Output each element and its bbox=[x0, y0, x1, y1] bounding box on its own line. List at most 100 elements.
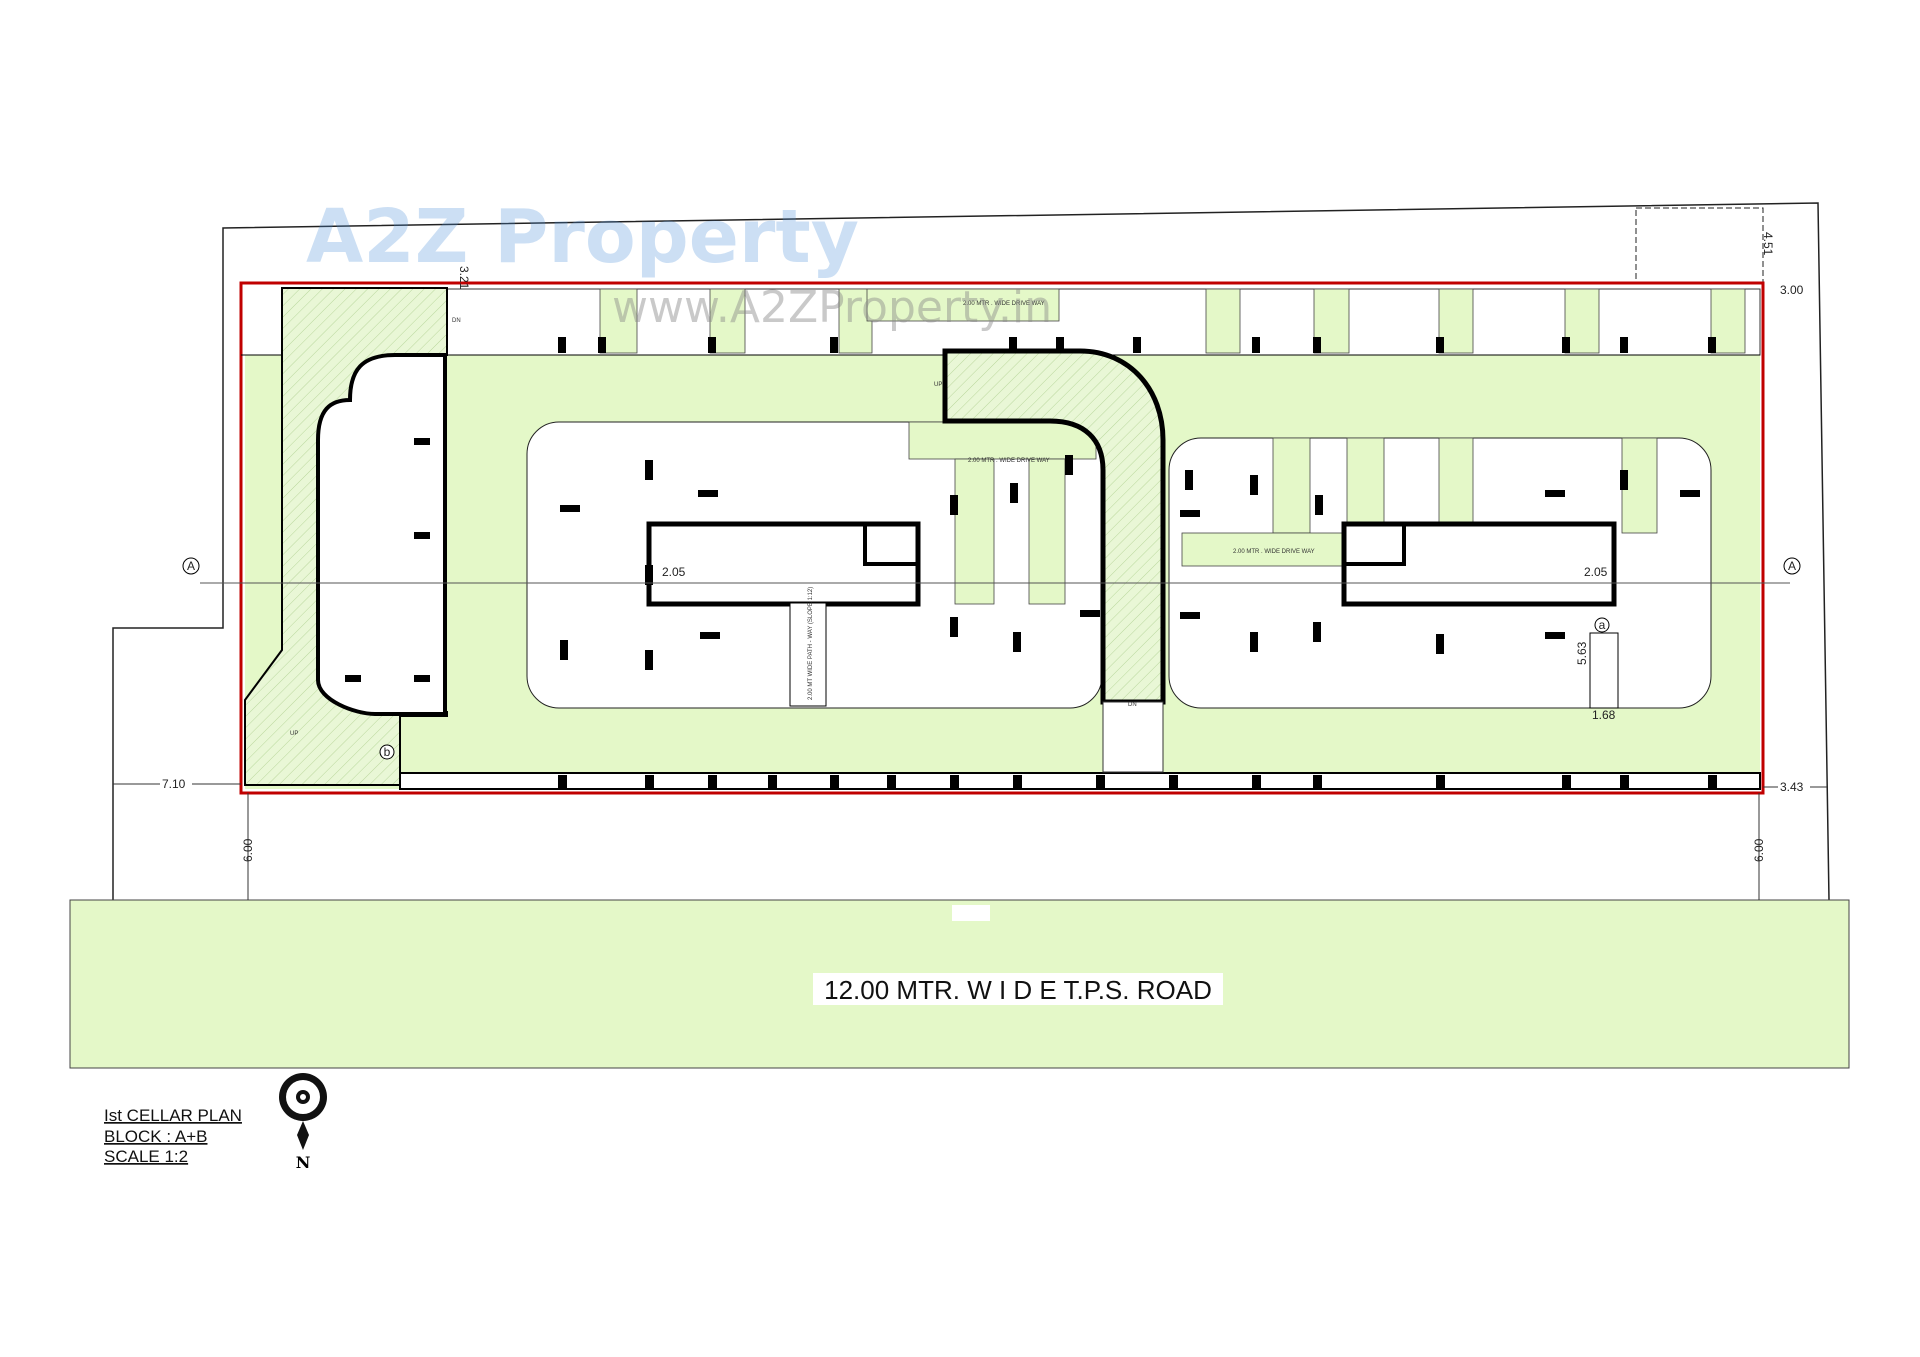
column bbox=[887, 775, 896, 789]
left-ramp-core bbox=[316, 353, 447, 716]
right-stair bbox=[1589, 632, 1619, 709]
marker-b bbox=[379, 744, 395, 760]
column bbox=[1080, 610, 1100, 617]
watermark-url: www.A2ZProperty.in bbox=[612, 282, 1052, 333]
grid-bubble-left bbox=[182, 557, 200, 575]
watermark-brand: A2Z Property bbox=[306, 194, 859, 280]
grid-label-left: A bbox=[187, 559, 195, 573]
top-parking-band bbox=[446, 288, 1761, 356]
marker-a-label: a bbox=[1599, 618, 1606, 632]
column bbox=[1708, 775, 1717, 789]
column bbox=[1545, 490, 1565, 497]
column bbox=[645, 460, 653, 480]
column bbox=[1010, 483, 1018, 503]
column bbox=[1562, 775, 1571, 789]
column bbox=[645, 565, 653, 585]
marker-a bbox=[1594, 617, 1610, 633]
plot-boundary bbox=[112, 202, 1830, 901]
column bbox=[1620, 470, 1628, 490]
column bbox=[950, 775, 959, 789]
column bbox=[950, 617, 958, 637]
column bbox=[414, 532, 430, 539]
column bbox=[1708, 337, 1716, 353]
setback-box bbox=[1635, 207, 1764, 284]
column bbox=[1250, 632, 1258, 652]
column bbox=[1056, 337, 1064, 353]
column bbox=[1252, 337, 1260, 353]
column bbox=[560, 640, 568, 660]
column bbox=[1436, 775, 1445, 789]
columns bbox=[345, 337, 1717, 789]
column bbox=[1013, 632, 1021, 652]
north-compass-icon bbox=[279, 1073, 327, 1150]
column bbox=[1133, 337, 1141, 353]
column bbox=[708, 775, 717, 789]
column bbox=[645, 775, 654, 789]
column bbox=[830, 337, 838, 353]
watermark: A2Z Property www.A2ZProperty.in bbox=[306, 194, 1052, 333]
ramp-path-label: 2.00 MT WIDE PATH - WAY (SLOPE 1:12) bbox=[808, 587, 814, 700]
driveway-label-center: 2.00 MTR . WIDE DRIVE WAY bbox=[968, 458, 1050, 464]
road-label: 12.00 MTR. W I D E T.P.S. ROAD bbox=[824, 975, 1212, 1005]
plan-block: BLOCK : A+B bbox=[104, 1127, 207, 1146]
column bbox=[560, 505, 580, 512]
column bbox=[1313, 337, 1321, 353]
dim-left: 7.10 bbox=[162, 777, 186, 791]
column bbox=[1252, 775, 1261, 789]
column bbox=[1313, 622, 1321, 642]
column bbox=[1180, 510, 1200, 517]
column bbox=[1620, 337, 1628, 353]
column bbox=[1313, 775, 1322, 789]
column bbox=[1620, 775, 1629, 789]
column bbox=[1169, 775, 1178, 789]
column bbox=[414, 438, 430, 445]
ramp-up-label: UP bbox=[290, 731, 298, 737]
column bbox=[1562, 337, 1570, 353]
grid-label-right: A bbox=[1788, 559, 1796, 573]
dim-front-left: 6.00 bbox=[241, 838, 255, 862]
marker-b-label: b bbox=[384, 745, 391, 759]
column bbox=[1096, 775, 1105, 789]
driveway-label-top: 2.00 MTR . WIDE DRIVE WAY bbox=[963, 301, 1045, 307]
column bbox=[1185, 470, 1193, 490]
column bbox=[1065, 455, 1073, 475]
plan-title: Ist CELLAR PLAN bbox=[104, 1106, 242, 1125]
central-ramp-dn: DN bbox=[1128, 702, 1137, 708]
column bbox=[1009, 337, 1017, 353]
left-ramp-path bbox=[789, 602, 827, 707]
plan-scale: SCALE 1:2 bbox=[104, 1147, 188, 1166]
driveways bbox=[599, 288, 1746, 605]
column bbox=[1680, 490, 1700, 497]
dim-stair-len: 5.63 bbox=[1575, 641, 1589, 665]
column bbox=[698, 490, 718, 497]
column bbox=[1013, 775, 1022, 789]
dim-front-right: 6.00 bbox=[1752, 838, 1766, 862]
dim-left-stair-w: 2.05 bbox=[662, 565, 686, 579]
column bbox=[1250, 475, 1258, 495]
column bbox=[598, 337, 606, 353]
dim-stair-width: 1.68 bbox=[1592, 708, 1616, 722]
gate-gap bbox=[952, 905, 990, 921]
ramp-exit bbox=[1102, 701, 1164, 773]
ramp-dn-label: DN bbox=[452, 318, 461, 324]
column bbox=[414, 675, 430, 682]
driveway-label-right: 2.00 MTR . WIDE DRIVE WAY bbox=[1233, 549, 1315, 555]
dim-right-top: 3.00 bbox=[1780, 283, 1804, 297]
dim-top-right: 4.51 bbox=[1761, 232, 1775, 256]
column bbox=[830, 775, 839, 789]
column bbox=[1436, 337, 1444, 353]
column bbox=[1545, 632, 1565, 639]
dim-right-bottom: 3.43 bbox=[1780, 780, 1804, 794]
central-ramp-up: UP bbox=[934, 382, 942, 388]
column bbox=[645, 650, 653, 670]
column bbox=[345, 675, 361, 682]
column bbox=[700, 632, 720, 639]
column bbox=[768, 775, 777, 789]
bottom-parking-band bbox=[399, 772, 1761, 790]
north-label: N bbox=[296, 1153, 311, 1172]
column bbox=[1180, 612, 1200, 619]
central-ramp bbox=[942, 348, 1166, 705]
column bbox=[708, 337, 716, 353]
grid-bubble-right bbox=[1783, 557, 1801, 575]
